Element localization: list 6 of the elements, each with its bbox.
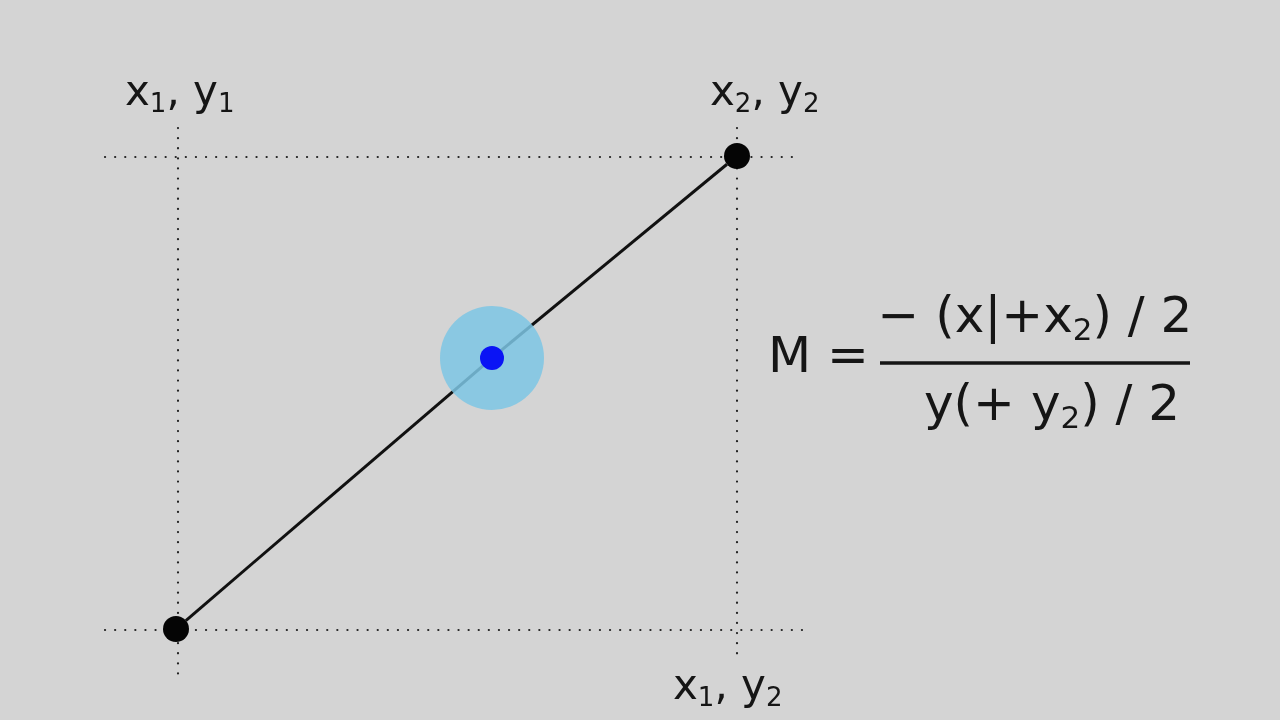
formula-numerator: − (x|+x$_{2}$) / 2 <box>877 290 1193 345</box>
point-coordinate-label: x$_{2}$, y$_{2}$ <box>710 70 820 116</box>
formula-text: M = <box>768 330 869 380</box>
formula-denominator: y(+ y$_{2}$) / 2 <box>924 378 1181 433</box>
point-coordinate-label: x$_{1}$, y$_{1}$ <box>125 70 235 116</box>
point-coordinate-label: x$_{1}$, y$_{2}$ <box>673 664 783 710</box>
